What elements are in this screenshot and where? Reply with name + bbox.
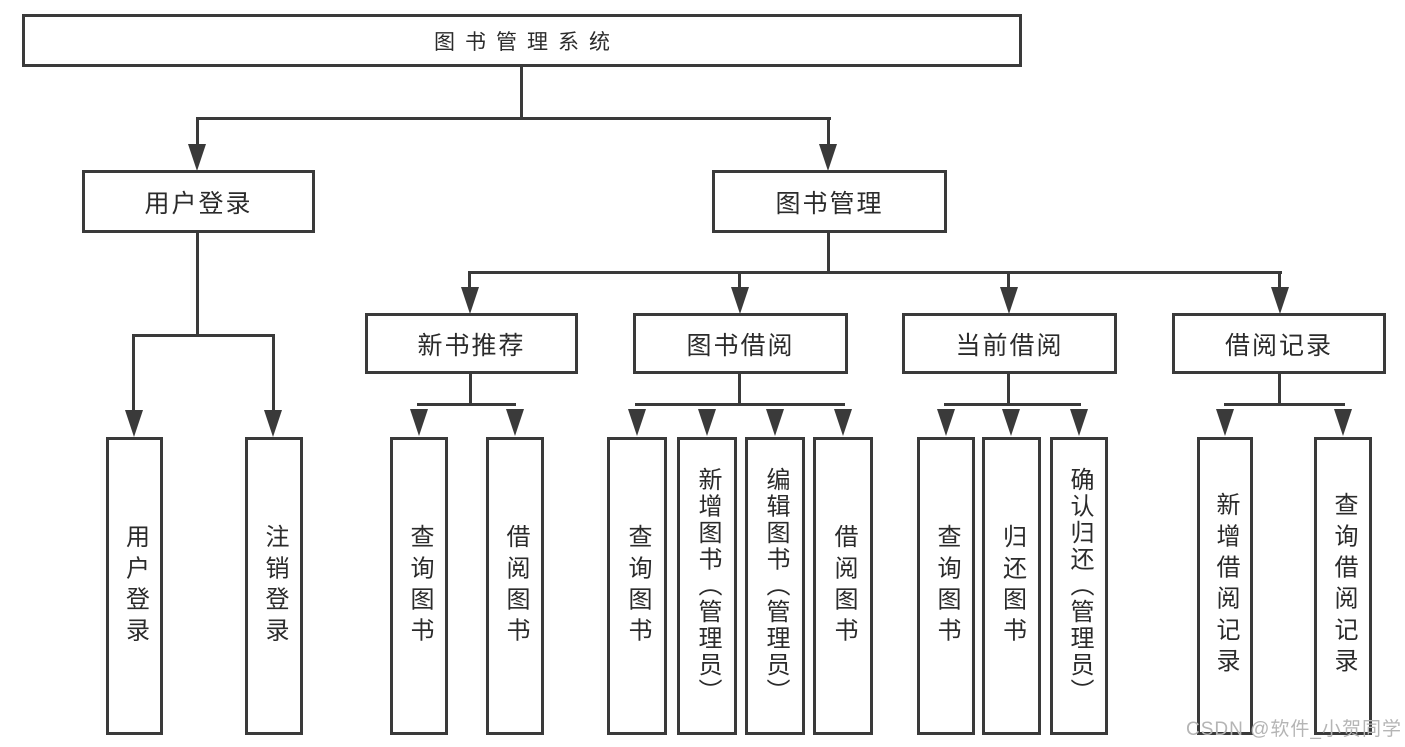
- arrowhead: [1334, 409, 1352, 436]
- node-current-borrow: 当前借阅: [902, 313, 1117, 374]
- connector: [1007, 373, 1010, 406]
- connector: [1224, 403, 1345, 406]
- node-library-system: 图书管理系统: [22, 14, 1022, 67]
- arrowhead: [506, 409, 524, 436]
- node-borrow-records: 借阅记录: [1172, 313, 1386, 374]
- connector: [1278, 373, 1281, 406]
- connector: [468, 271, 1282, 274]
- arrowhead: [188, 144, 206, 171]
- connector: [520, 67, 523, 119]
- connector: [468, 271, 471, 291]
- leaf-borrow-query-books: 查询图书: [607, 437, 667, 735]
- connector: [1007, 271, 1010, 291]
- arrowhead: [731, 287, 749, 314]
- arrowhead: [125, 410, 143, 437]
- leaf-recommend-query-books: 查询图书: [390, 437, 448, 735]
- connector: [132, 334, 275, 337]
- leaf-current-query-books: 查询图书: [917, 437, 975, 735]
- arrowhead: [628, 409, 646, 436]
- connector: [1278, 271, 1281, 291]
- arrowhead: [1070, 409, 1088, 436]
- leaf-recommend-borrow-books: 借阅图书: [486, 437, 544, 735]
- arrowhead: [410, 409, 428, 436]
- connector: [196, 117, 831, 120]
- leaf-return-books: 归还图书: [982, 437, 1041, 735]
- arrowhead: [264, 410, 282, 437]
- node-user-login: 用户登录: [82, 170, 315, 233]
- connector: [417, 403, 516, 406]
- leaf-confirm-return-admin: 确认归还（管理员）: [1050, 437, 1108, 735]
- connector: [944, 403, 1081, 406]
- arrowhead: [1000, 287, 1018, 314]
- leaf-user-login: 用户登录: [106, 437, 163, 735]
- leaf-add-borrow-record: 新增借阅记录: [1197, 437, 1253, 735]
- arrowhead: [834, 409, 852, 436]
- connector: [827, 232, 830, 273]
- connector: [132, 334, 135, 414]
- node-book-borrow: 图书借阅: [633, 313, 848, 374]
- connector: [196, 232, 199, 336]
- connector: [827, 117, 830, 150]
- arrowhead: [698, 409, 716, 436]
- node-new-book-recommend: 新书推荐: [365, 313, 578, 374]
- connector: [635, 403, 845, 406]
- leaf-borrow-books: 借阅图书: [813, 437, 873, 735]
- arrowhead: [766, 409, 784, 436]
- arrowhead: [937, 409, 955, 436]
- leaf-query-borrow-record: 查询借阅记录: [1314, 437, 1372, 735]
- arrowhead: [461, 287, 479, 314]
- arrowhead: [819, 144, 837, 171]
- node-book-management: 图书管理: [712, 170, 947, 233]
- connector: [738, 373, 741, 406]
- arrowhead: [1216, 409, 1234, 436]
- connector: [469, 373, 472, 406]
- leaf-edit-books-admin: 编辑图书（管理员）: [745, 437, 805, 735]
- connector: [738, 271, 741, 291]
- arrowhead: [1002, 409, 1020, 436]
- csdn-watermark: CSDN @软件_小贺同学: [1186, 719, 1402, 740]
- arrowhead: [1271, 287, 1289, 314]
- connector: [272, 334, 275, 414]
- leaf-add-books-admin: 新增图书（管理员）: [677, 437, 737, 735]
- connector: [196, 117, 199, 150]
- leaf-logout: 注销登录: [245, 437, 303, 735]
